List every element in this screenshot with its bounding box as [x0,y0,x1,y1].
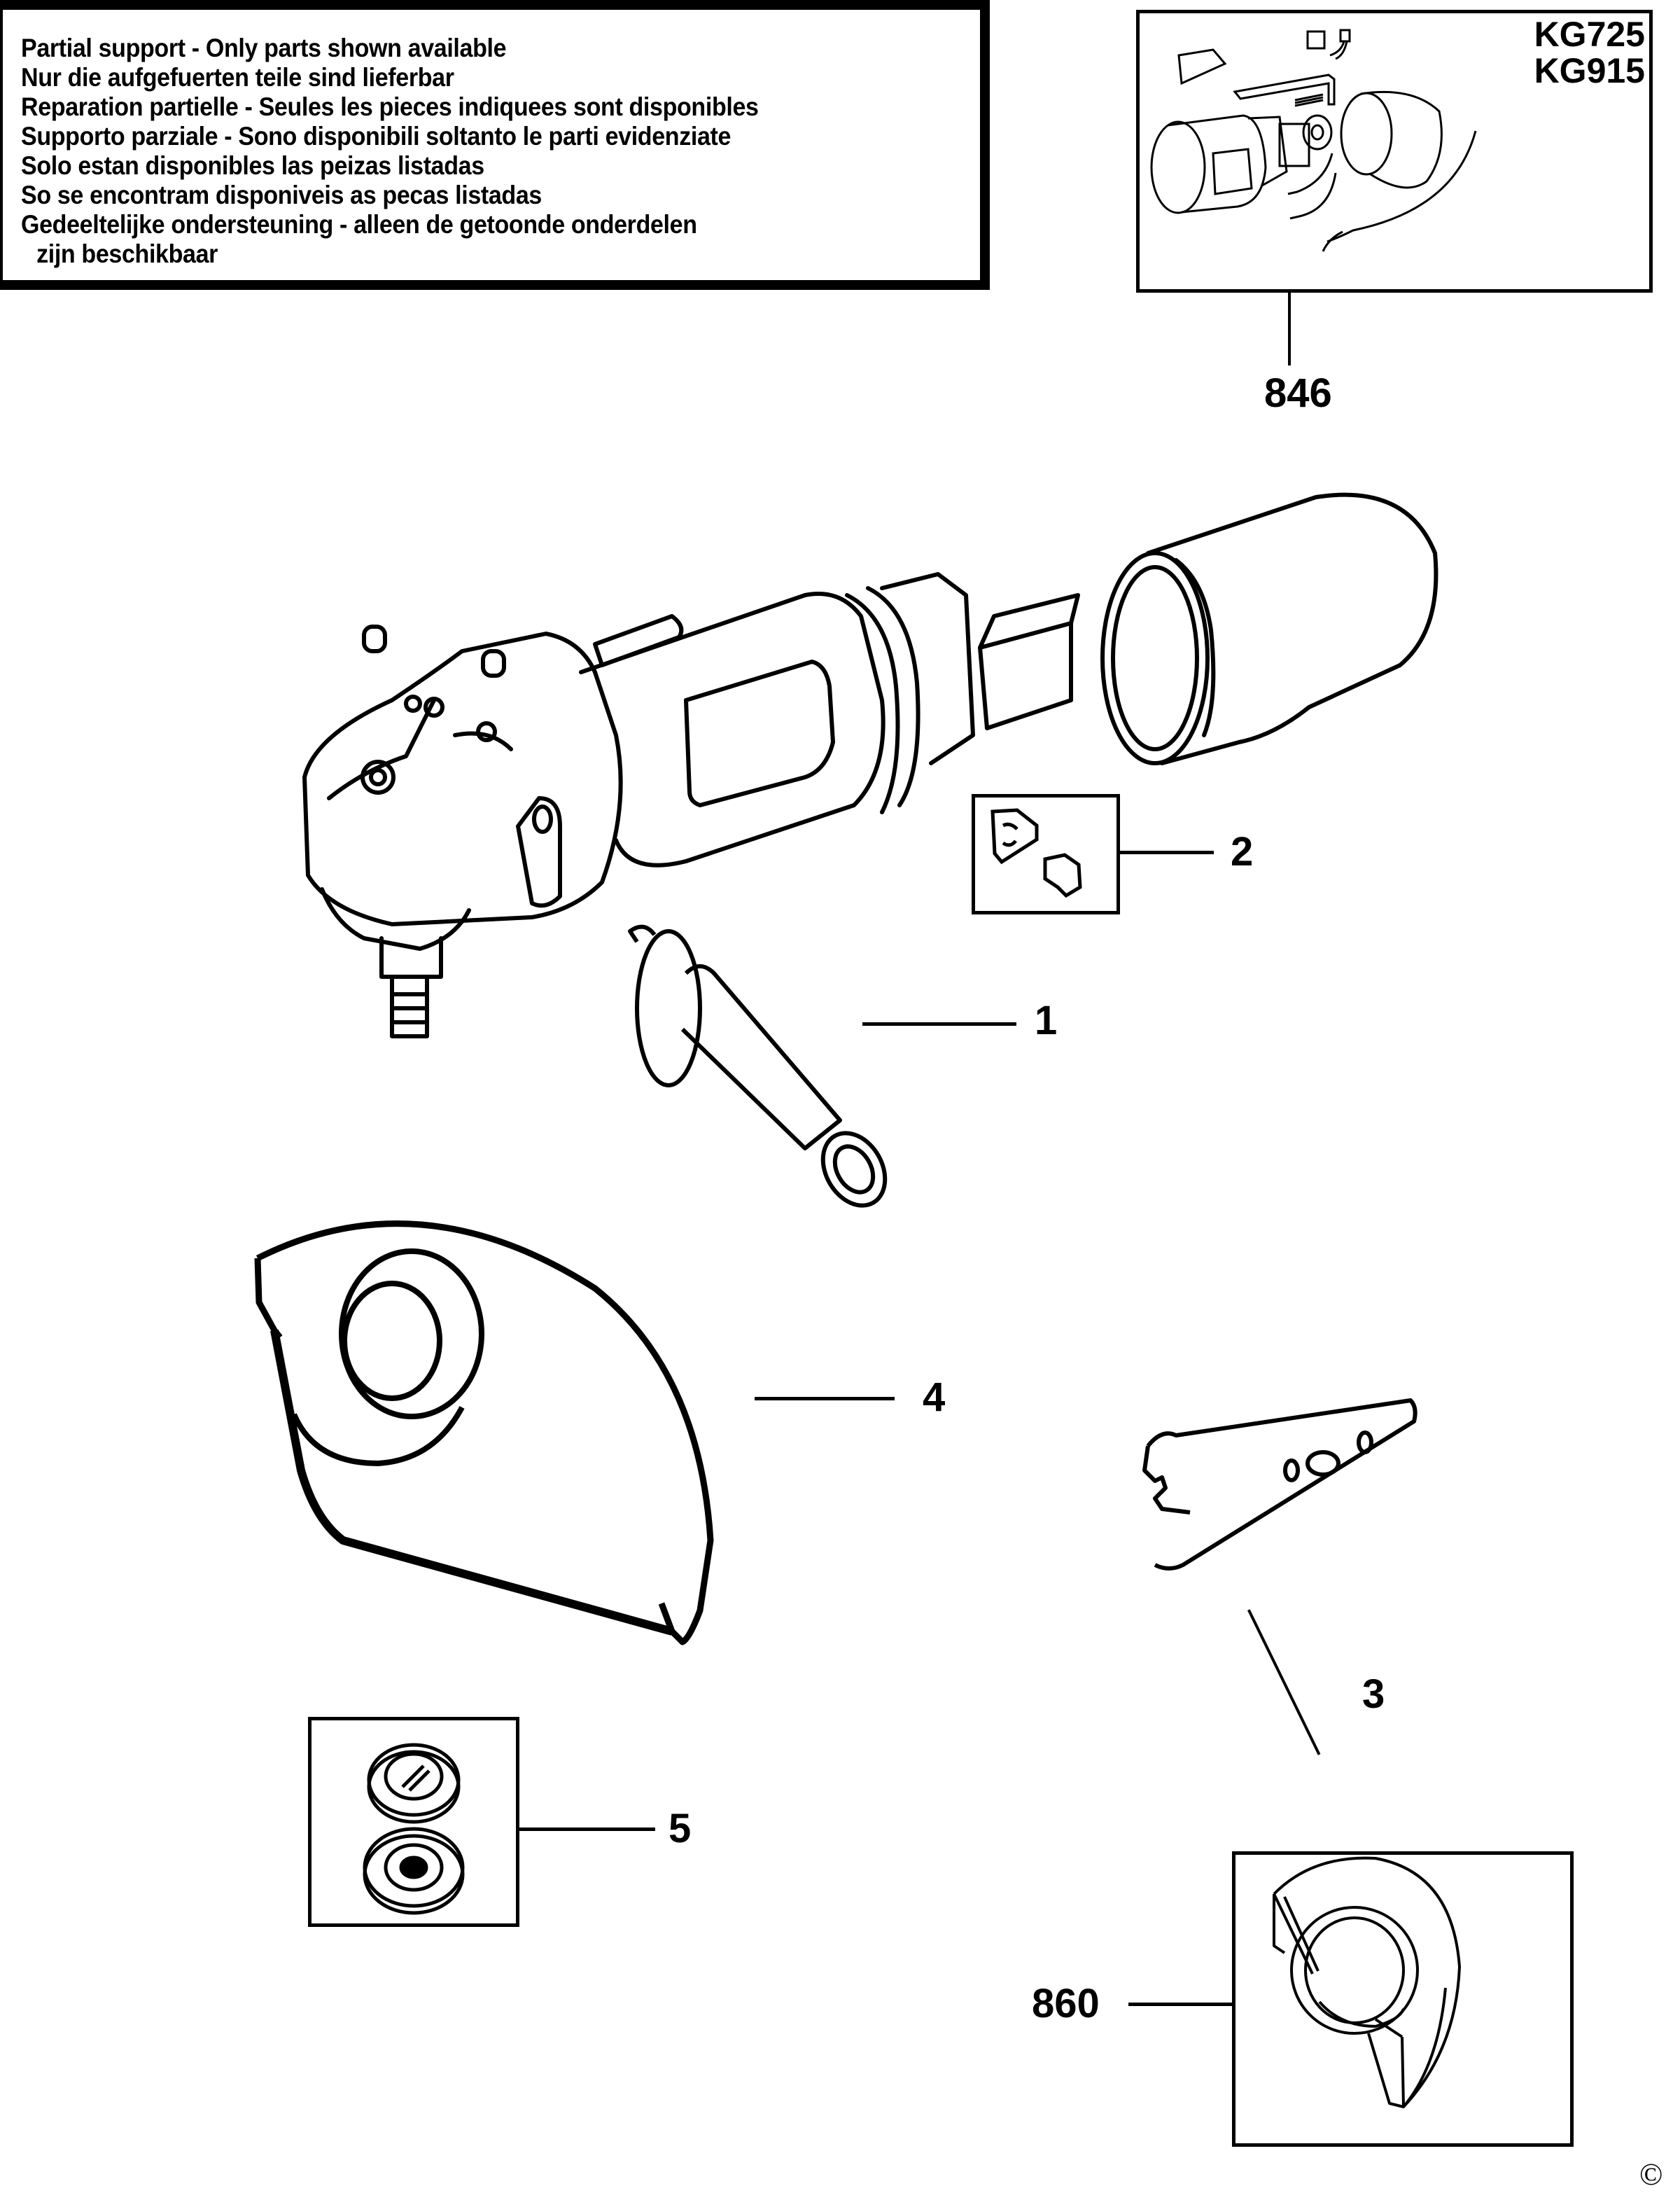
motor-kit-icon [1150,29,1477,252]
notice-line-de: Nur die aufgefuerten teile sind lieferba… [21,63,454,92]
notice-line-pt: So se encontram disponiveis as pecas lis… [21,181,542,209]
callout-4[interactable]: 4 [923,1374,946,1420]
callout-1[interactable]: 1 [1035,998,1058,1043]
motor-kit-inset[interactable]: KG725 KG915 [1136,10,1653,293]
model-code-kg725: KG725 [1534,15,1645,54]
leader-line-4 [755,1397,895,1400]
callout-3[interactable]: 3 [1362,1671,1385,1717]
callout-860[interactable]: 860 [1032,1981,1100,2026]
notice-line-fr: Reparation partielle - Seules les pieces… [21,92,759,121]
notice-line-nl: Gedeeltelijke ondersteuning - alleen de … [21,210,697,239]
leader-line-2 [1120,851,1214,854]
flange-nuts-icon [363,1743,465,1915]
copyright-symbol: © [1639,2157,1663,2192]
leader-line-860 [1128,2003,1232,2006]
carbon-brushes-inset[interactable] [972,794,1120,914]
model-code-kg915: KG915 [1534,51,1645,90]
callout-2[interactable]: 2 [1231,829,1254,875]
flange-nuts-inset[interactable] [308,1717,519,1927]
leader-line-5 [519,1827,655,1831]
notice-line-it: Supporto parziale - Sono disponibili sol… [21,122,732,151]
guard-assembly-icon [1273,1856,1461,2108]
leader-line-1 [862,1022,1016,1026]
notice-line-es: Solo estan disponibles las peizas listad… [21,151,484,180]
guard-assembly-inset[interactable] [1232,1851,1574,2147]
notice-line-nl-cont: zijn beschikbaar [36,239,218,268]
partial-support-notice: Partial support - Only parts shown avail… [0,0,990,290]
callout-846[interactable]: 846 [1264,370,1332,416]
notice-line-en: Partial support - Only parts shown avail… [21,34,507,62]
notice-lines: Partial support - Only parts shown avail… [21,34,822,269]
leader-line-846 [1288,293,1291,365]
carbon-brushes-icon [990,808,1082,898]
callout-5[interactable]: 5 [668,1806,692,1851]
